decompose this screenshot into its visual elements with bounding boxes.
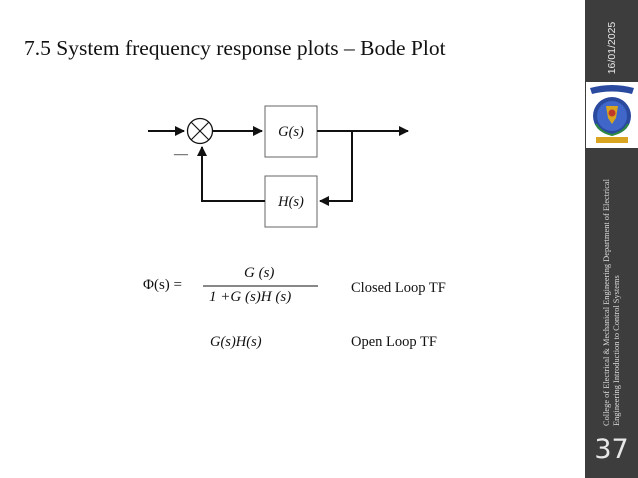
sidebar: 16/01/2025 College of Electrical & Mecha… <box>585 0 638 478</box>
college-text: College of Electrical & Mechanical Engin… <box>601 179 621 426</box>
summing-junction-icon <box>186 117 214 145</box>
open-loop-label: Open Loop TF <box>351 334 437 350</box>
transfer-function-numerator: G (s) <box>244 265 275 281</box>
open-loop-expression: G(s)H(s) <box>210 334 262 350</box>
transfer-function-denominator: 1 +G (s)H (s) <box>209 289 292 305</box>
slide-date: 16/01/2025 <box>605 21 618 75</box>
forward-block <box>264 105 318 158</box>
feedback-block <box>264 175 318 228</box>
feedback-block-label: H(s) <box>277 194 304 210</box>
university-emblem-icon <box>586 82 638 148</box>
slide-title: 7.5 System frequency response plots – Bo… <box>24 36 446 60</box>
feedback-path-line <box>319 131 353 206</box>
forward-block-label: G(s) <box>278 124 304 140</box>
date-box: 16/01/2025 <box>585 8 638 88</box>
closed-loop-label: Closed Loop TF <box>351 280 446 296</box>
transfer-function-lhs: Φ(s) = <box>143 277 183 293</box>
college-box: College of Electrical & Mechanical Engin… <box>585 160 638 430</box>
feedback-return-line <box>197 146 265 202</box>
page-number: 37 <box>594 434 629 465</box>
feedback-sign: — <box>173 147 189 162</box>
block-diagram: G(s) H(s) — <box>148 105 409 287</box>
